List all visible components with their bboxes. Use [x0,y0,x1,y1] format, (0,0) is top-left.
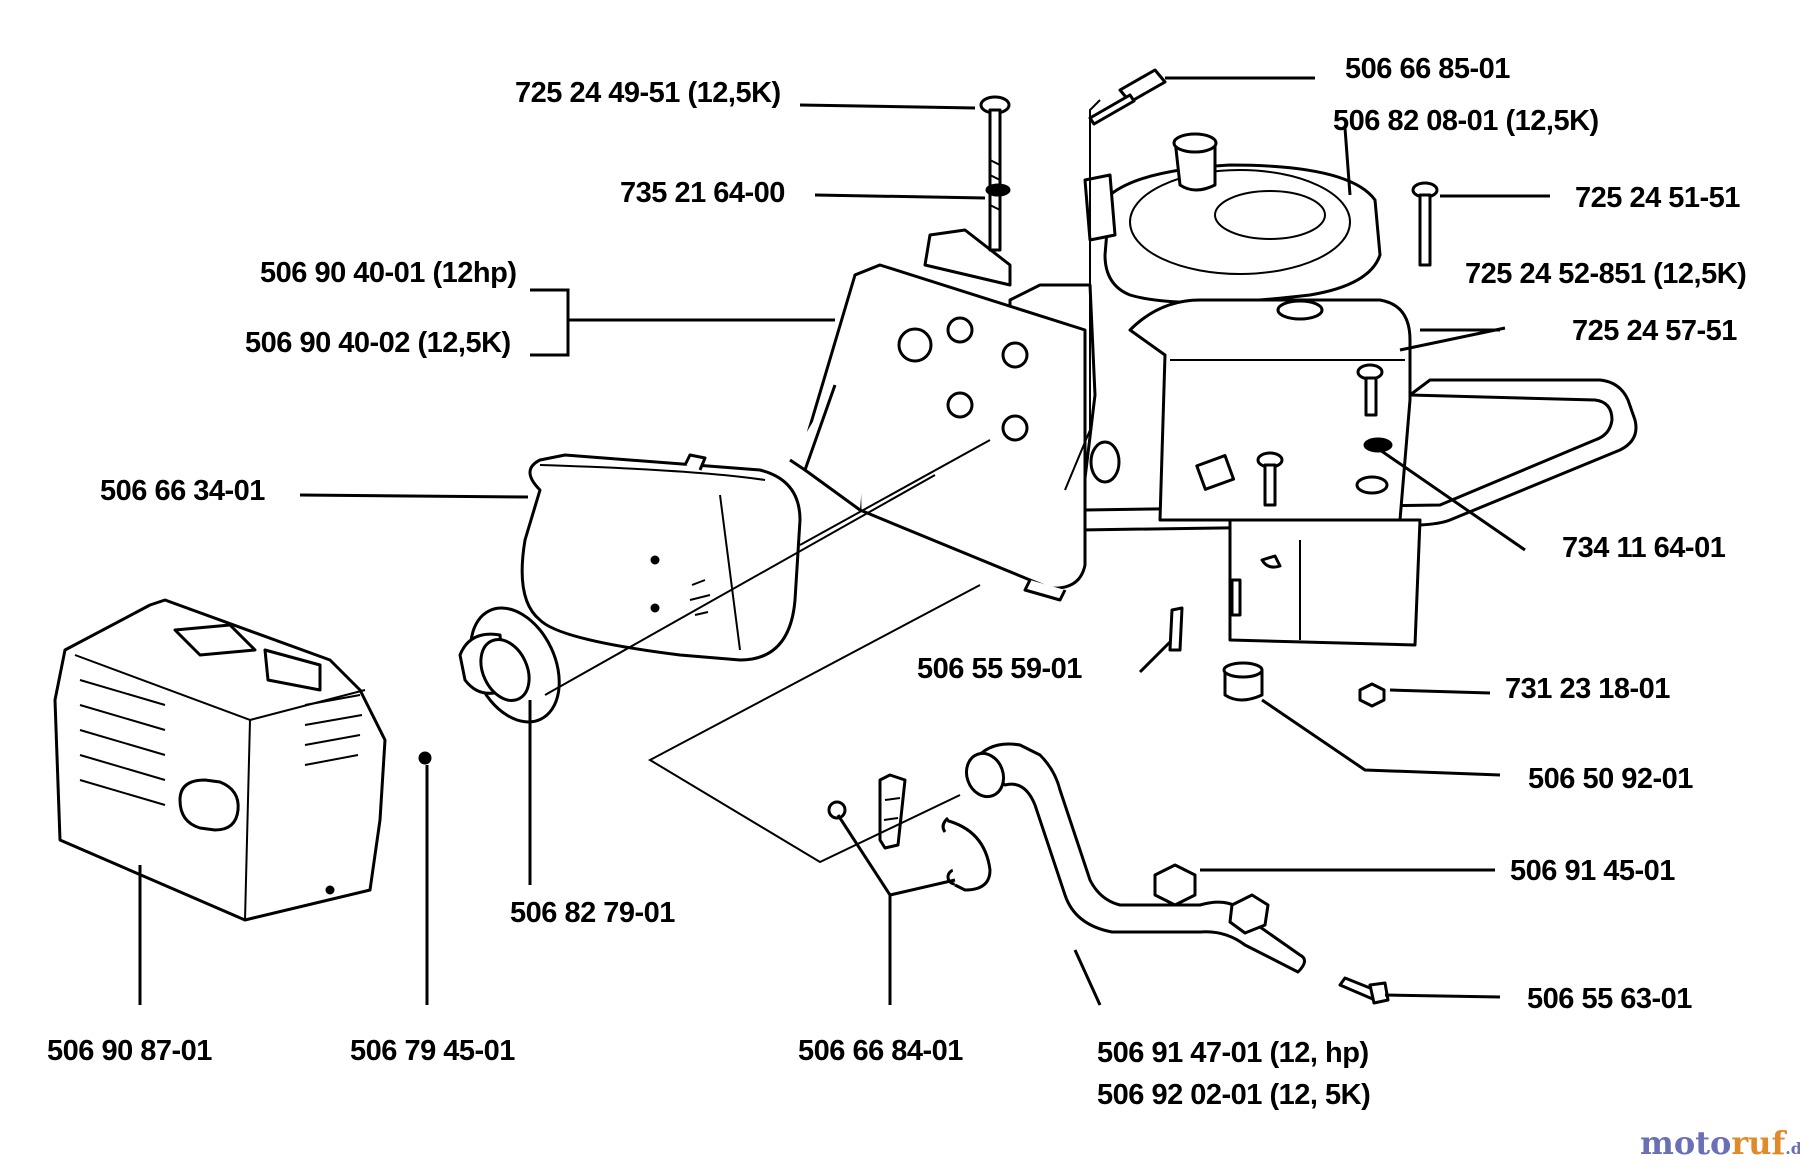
part-label-725-24-49-51: 725 24 49-51 (12,5K) [515,77,781,109]
bracket-panel [789,173,1117,602]
part-label-506-90-40-02: 506 90 40-02 (12,5K) [245,327,511,359]
part-label-506-79-45-01: 506 79 45-01 [350,1035,515,1067]
hardware [418,68,1439,1005]
watermark-part3: .de [1785,1139,1800,1158]
frame-tube [1078,378,1638,532]
part-label-734-11-64-01: 734 11 64-01 [1562,532,1726,564]
intake-cap [458,606,561,724]
watermark-part2: ruf [1731,1124,1786,1162]
part-label-506-91-45-01: 506 91 45-01 [1510,855,1675,887]
muffler [520,453,802,662]
part-label-506-66-34-01: 506 66 34-01 [100,475,265,507]
part-label-725-24-57-51: 725 24 57-51 [1572,315,1737,347]
leader-lines [138,76,1550,1006]
part-label-506-66-85-01: 506 66 85-01 [1345,53,1510,85]
air-filter-housing [53,598,387,922]
part-label-725-24-51-51: 725 24 51-51 [1575,182,1740,214]
part-label-506-55-63-01: 506 55 63-01 [1527,983,1692,1015]
part-label-506-90-87-01: 506 90 87-01 [47,1035,212,1067]
part-label-506-82-08-01: 506 82 08-01 (12,5K) [1333,105,1599,137]
part-label-506-82-79-01: 506 82 79-01 [510,897,675,929]
assembly-lines [544,99,1101,864]
part-label-735-21-64-00: 735 21 64-00 [620,177,785,209]
part-label-506-66-84-01: 506 66 84-01 [798,1035,963,1067]
watermark-logo: motoruf.de [1640,1124,1800,1162]
part-label-725-24-52-851: 725 24 52-851 (12,5K) [1465,258,1746,290]
part-label-506-50-92-01: 506 50 92-01 [1528,763,1693,795]
part-label-506-90-40-01: 506 90 40-01 (12hp) [260,257,516,289]
part-label-731-23-18-01: 731 23 18-01 [1505,673,1670,705]
watermark-part1: moto [1640,1124,1732,1162]
part-label-506-92-02-01: 506 92 02-01 (12, 5K) [1097,1079,1370,1111]
part-label-506-55-59-01: 506 55 59-01 [917,653,1082,685]
part-label-506-91-47-01: 506 91 47-01 (12, hp) [1097,1037,1369,1069]
engine-block [1008,132,1422,647]
part-labels: 725 24 49-51 (12,5K) 506 66 85-01 506 82… [47,53,1747,1111]
exhaust-pipe [878,742,1306,974]
